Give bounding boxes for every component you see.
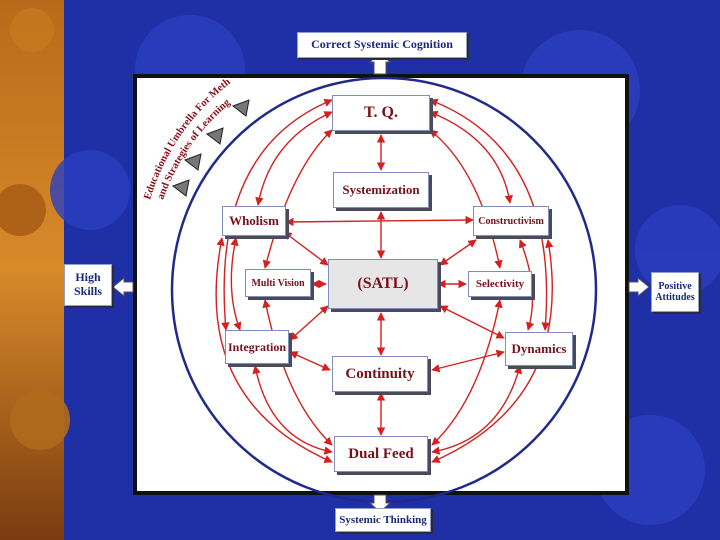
arrow-wholism-satl <box>283 231 329 266</box>
node-constructivism: Constructivism <box>473 206 549 236</box>
output-high-skills: High Skills <box>64 264 112 306</box>
arrow-integration-satl <box>289 305 329 341</box>
output-positive-attitudes: Positive Attitudes <box>651 272 699 312</box>
arrow-dynamics-continuity <box>431 349 505 373</box>
output-systemic-thinking: Systemic Thinking <box>335 508 431 532</box>
output-high-skills-line2: Skills <box>73 284 103 298</box>
arrow-integration-dualfeed <box>252 365 333 455</box>
node-continuity: Continuity <box>332 356 428 392</box>
arrow-icon <box>205 127 224 145</box>
arrow-selectivity-tq <box>429 129 503 269</box>
node-multi-vision: Multi Vision <box>245 269 311 297</box>
arrow-right-icon <box>628 276 650 298</box>
output-high-skills-line1: High <box>75 270 101 285</box>
arrow-wholism-integration <box>230 237 242 331</box>
node-tq: T. Q. <box>332 95 430 131</box>
node-dynamics: Dynamics <box>505 332 573 366</box>
umbrella-label-1: Educational Umbrella For Methods <box>0 0 233 201</box>
arrow-icon <box>183 153 202 171</box>
arrow-wholism-constructivism <box>285 215 474 227</box>
left-gear-strip <box>0 0 64 540</box>
gear-icon <box>0 8 70 450</box>
output-positive-attitudes-line1: Positive <box>658 280 692 292</box>
node-wholism: Wholism <box>222 206 286 236</box>
output-positive-attitudes-line2: Attitudes <box>655 292 695 303</box>
node-integration: Integration <box>225 330 289 364</box>
arrow-left-icon <box>112 276 134 298</box>
node-satl: (SATL) <box>328 259 438 309</box>
arrow-icon <box>231 99 250 117</box>
arrow-integration-continuity <box>289 351 331 371</box>
arrow-down-icon <box>368 494 392 513</box>
arrow-selectivity-dualfeed <box>431 299 503 446</box>
arrow-tq-wholism <box>255 111 333 206</box>
node-systemization: Systemization <box>333 172 429 208</box>
node-selectivity: Selectivity <box>468 271 532 297</box>
node-dual-feed: Dual Feed <box>334 436 428 472</box>
arrow-multivision-dualfeed <box>262 299 333 446</box>
output-correct-systemic-cognition: Correct Systemic Cognition <box>297 32 467 58</box>
arrow-tq-constructivism <box>429 110 513 204</box>
arrow-constructivism-satl <box>439 239 477 266</box>
arrow-icon <box>171 179 190 197</box>
arrow-multivision-tq <box>262 129 333 269</box>
